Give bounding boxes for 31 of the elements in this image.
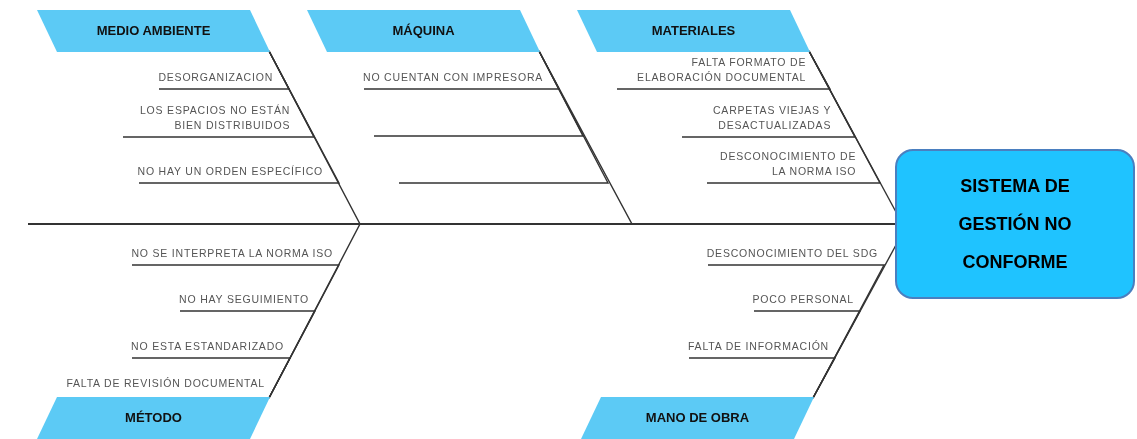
category-title: MÉTODO <box>124 410 183 425</box>
cause-text: DESORGANIZACION <box>158 70 274 92</box>
cause-text: DESCONOCIMIENTO DEL SDG <box>706 246 878 268</box>
rib-line <box>138 50 341 184</box>
cause-text: FALTA DE INFORMACIÓN <box>687 339 829 361</box>
rib-line <box>688 357 837 399</box>
category-banner <box>307 10 540 52</box>
cause-text: NO SE INTERPRETA LA NORMA ISO <box>131 246 333 268</box>
cause-text: NO HAY SEGUIMIENTO <box>179 292 309 314</box>
rib-line <box>398 50 610 184</box>
category-banner <box>37 10 270 52</box>
cause-text: NO CUENTAN CON IMPRESORA <box>363 70 544 92</box>
category-banner <box>37 397 270 439</box>
category-banner <box>577 10 810 52</box>
category-title: MANO DE OBRA <box>644 410 751 425</box>
cause-text: LOS ESPACIOS NO ESTÁN BIEN DISTRIBUIDOS <box>122 103 291 140</box>
category-banner <box>581 397 814 439</box>
cause-text: CARPETAS VIEJAS Y DESACTUALIZADAS <box>681 103 832 140</box>
effect-text: SISTEMA DE GESTIÓN NO CONFORME <box>957 175 1073 274</box>
cause-text: FALTA FORMATO DE ELABORACIÓN DOCUMENTAL <box>616 55 807 92</box>
rib-line <box>131 357 292 399</box>
rib-line <box>706 50 882 184</box>
category-title: MEDIO AMBIENTE <box>95 23 212 38</box>
cause-text: DESCONOCIMIENTO DE LA NORMA ISO <box>706 149 857 186</box>
category-title: MATERIALES <box>650 23 737 38</box>
cause-text: FALTA DE REVISIÓN DOCUMENTAL <box>66 376 265 394</box>
effect-box <box>895 149 1135 299</box>
cause-text: NO HAY UN ORDEN ESPECÍFICO <box>137 164 324 186</box>
category-title: MÁQUINA <box>391 23 456 38</box>
cause-text: POCO PERSONAL <box>752 292 854 314</box>
cause-text: NO ESTA ESTANDARIZADO <box>131 339 284 361</box>
